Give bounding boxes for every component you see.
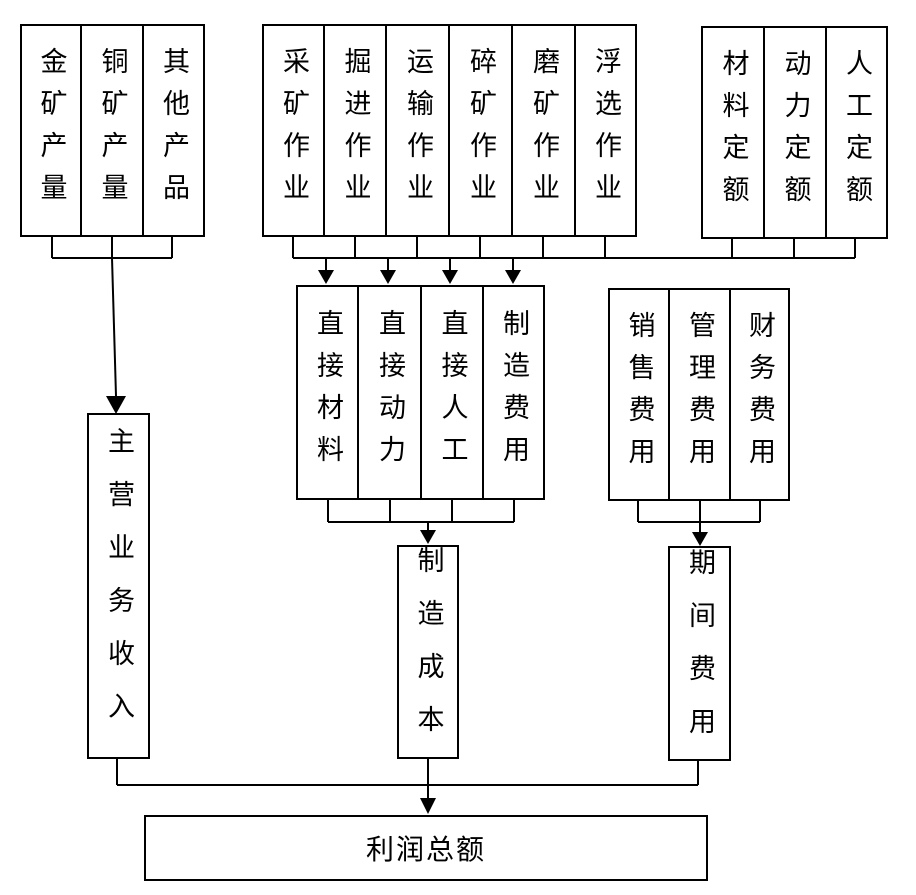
operation-flotation-box: 浮选作业 xyxy=(574,24,637,237)
arrow-head xyxy=(442,270,458,284)
operation-mining-label: 采矿作业 xyxy=(278,46,309,215)
period-admin-label: 管理费用 xyxy=(684,310,715,479)
cost-overhead-box: 制造费用 xyxy=(482,285,545,500)
period-finance-label: 财务费用 xyxy=(744,310,775,479)
cost-direct-power-box: 直接动力 xyxy=(357,285,422,500)
operation-crushing-box: 碎矿作业 xyxy=(448,24,513,237)
production-copper-box: 铜矿产量 xyxy=(80,24,144,237)
quota-material-box: 材料定额 xyxy=(701,26,765,239)
arrow-head xyxy=(318,270,334,284)
quota-power-box: 动力定额 xyxy=(763,26,827,239)
period-finance-box: 财务费用 xyxy=(729,288,790,501)
cost-direct-labor-label: 直接人工 xyxy=(436,308,468,477)
period-expense-label: 期间费用 xyxy=(684,547,715,760)
operation-grinding-box: 磨矿作业 xyxy=(511,24,576,237)
period-sales-label: 销售费用 xyxy=(623,310,655,479)
arrow-head xyxy=(380,270,396,284)
arrow-head xyxy=(692,532,708,546)
quota-labor-label: 人工定额 xyxy=(841,48,872,217)
arrow-head xyxy=(420,530,436,544)
production-gold-label: 金矿产量 xyxy=(35,46,67,215)
operation-tunneling-box: 掘进作业 xyxy=(323,24,387,237)
operation-transport-box: 运输作业 xyxy=(385,24,450,237)
revenue-box: 主营业务收入 xyxy=(87,413,150,759)
manufacturing-cost-box: 制造成本 xyxy=(397,545,459,759)
arrow-head xyxy=(106,396,126,414)
cost-direct-power-label: 直接动力 xyxy=(374,308,405,477)
total-profit-box: 利润总额 xyxy=(144,815,708,881)
arrow-head xyxy=(420,798,436,814)
quota-power-label: 动力定额 xyxy=(779,48,811,217)
revenue-label: 主营业务收入 xyxy=(103,427,134,745)
operation-flotation-label: 浮选作业 xyxy=(590,46,621,215)
operation-mining-box: 采矿作业 xyxy=(262,24,325,237)
period-expense-box: 期间费用 xyxy=(668,546,731,761)
cost-direct-material-box: 直接材料 xyxy=(296,285,359,500)
manufacturing-cost-label: 制造成本 xyxy=(412,546,444,758)
production-other-label: 其他产品 xyxy=(158,46,189,215)
operation-crushing-label: 碎矿作业 xyxy=(465,46,496,215)
quota-material-label: 材料定额 xyxy=(717,48,749,217)
cost-overhead-label: 制造费用 xyxy=(498,308,529,477)
production-other-box: 其他产品 xyxy=(142,24,205,237)
arrow-head xyxy=(505,270,521,284)
period-sales-box: 销售费用 xyxy=(608,288,670,501)
operation-grinding-label: 磨矿作业 xyxy=(528,46,559,215)
period-admin-box: 管理费用 xyxy=(668,288,731,501)
quota-labor-box: 人工定额 xyxy=(825,26,888,239)
production-copper-label: 铜矿产量 xyxy=(96,46,128,215)
cost-direct-material-label: 直接材料 xyxy=(312,308,343,477)
cost-direct-labor-box: 直接人工 xyxy=(420,285,484,500)
total-profit-label: 利润总额 xyxy=(365,833,486,866)
operation-tunneling-label: 掘进作业 xyxy=(339,46,371,215)
connector-line xyxy=(111,257,117,397)
operation-transport-label: 运输作业 xyxy=(402,46,433,215)
production-gold-box: 金矿产量 xyxy=(20,24,82,237)
